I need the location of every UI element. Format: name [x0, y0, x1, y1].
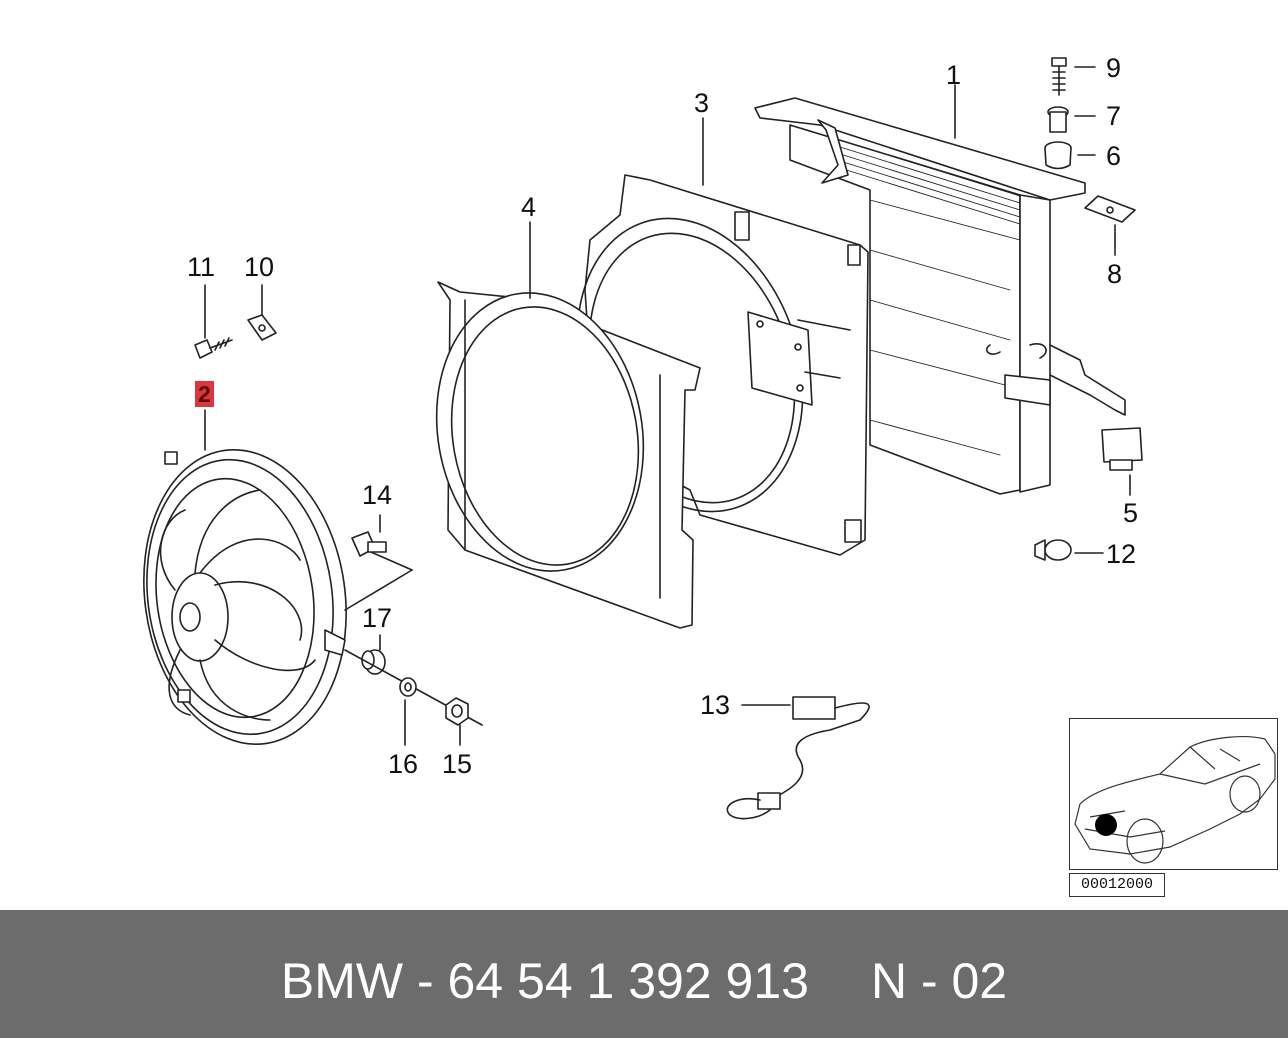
connector-5-drawing	[1101, 427, 1143, 496]
callout-14: 14	[362, 480, 393, 510]
callout-16: 16	[388, 749, 419, 779]
electric-fan-drawing	[143, 409, 413, 746]
fan-frame-drawing	[435, 221, 701, 629]
washer-16-drawing	[399, 677, 417, 746]
grommet-12-drawing	[1034, 539, 1104, 561]
callout-13: 13	[700, 690, 731, 720]
callout-15: 15	[442, 749, 473, 779]
wiring-13-drawing	[726, 696, 870, 820]
grommet-6-drawing	[1044, 141, 1096, 170]
screw-11-drawing	[194, 284, 233, 359]
diagram-code: 00012000	[1069, 873, 1165, 897]
callout-11: 11	[187, 252, 216, 282]
callout-5: 5	[1123, 498, 1139, 528]
footer-text: BMW - 64 54 1 392 913 N - 02	[0, 910, 1288, 1038]
callout-6: 6	[1106, 141, 1122, 171]
callout-1: 1	[946, 60, 962, 90]
callout-10: 10	[244, 252, 275, 282]
callout-8: 8	[1107, 259, 1123, 289]
callout-9: 9	[1106, 53, 1122, 83]
nut-7-drawing	[1047, 106, 1096, 133]
callout-2-highlighted: 2	[195, 381, 214, 407]
footer-bar: BMW - 64 54 1 392 913 N - 02	[0, 910, 1288, 1038]
nut-15-drawing	[445, 697, 469, 746]
callout-17: 17	[362, 603, 393, 633]
callout-3: 3	[694, 88, 710, 118]
screw-9-drawing	[1051, 57, 1096, 96]
part-number-label: BMW - 64 54 1 392 913	[280, 953, 809, 1009]
car-outline-icon	[1074, 736, 1276, 864]
bolt-14-drawing	[351, 514, 387, 557]
bracket-8-drawing	[1084, 195, 1136, 256]
vehicle-location-thumbnail	[1069, 718, 1278, 870]
callout-4: 4	[521, 192, 537, 222]
variant-suffix: N - 02	[870, 953, 1008, 1009]
callout-12: 12	[1106, 539, 1137, 569]
callout-7: 7	[1106, 101, 1122, 131]
clip-10-drawing	[247, 284, 277, 341]
radiator-drawing	[754, 84, 1126, 495]
parts-diagram	[143, 57, 1143, 820]
